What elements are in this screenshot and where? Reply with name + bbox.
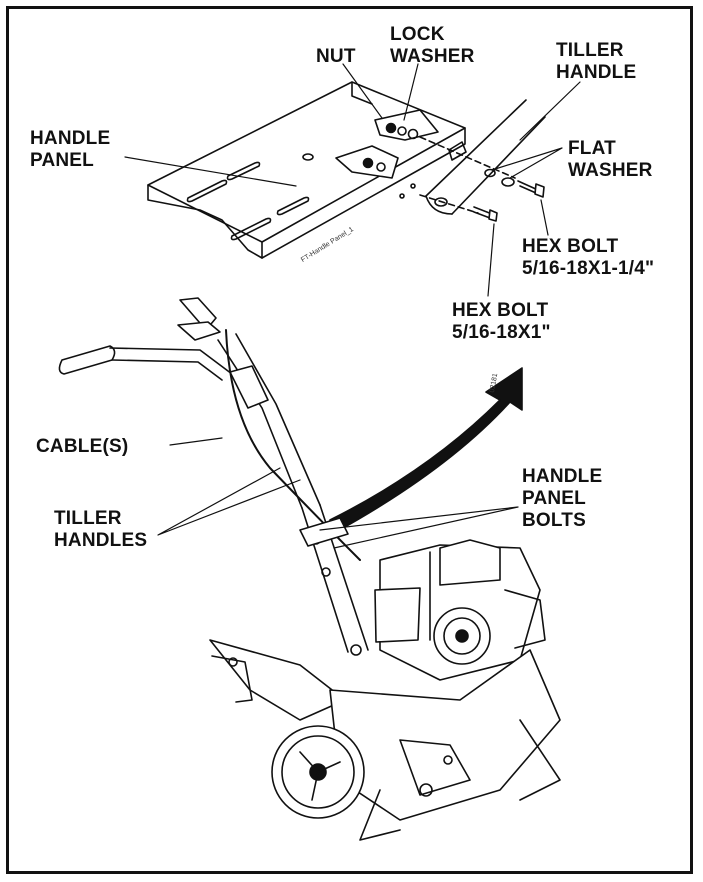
label-flat-washer-1: FLAT (568, 138, 616, 159)
label-cables: CABLE(S) (36, 436, 129, 457)
label-hex-bolt-short-1: HEX BOLT (452, 300, 549, 321)
label-tiller-handle-1: TILLER (556, 40, 624, 61)
tiller-drawing (58, 297, 561, 841)
label-panel-bolts-3: BOLTS (522, 510, 586, 531)
label-flat-washer-2: WASHER (568, 160, 653, 181)
label-tiller-handles-2: HANDLES (54, 530, 148, 551)
direction-arrow (329, 367, 523, 533)
label-nut: NUT (316, 46, 356, 67)
label-panel-bolts-2: PANEL (522, 488, 586, 509)
handle-panel-drawing (124, 63, 581, 297)
label-hex-bolt-long-1: HEX BOLT (522, 236, 619, 257)
label-handle-panel-1: HANDLE (30, 128, 111, 149)
label-lock-washer-2: WASHER (390, 46, 475, 67)
label-lock-washer-1: LOCK (390, 24, 445, 45)
label-tiller-handle-2: HANDLE (556, 62, 637, 83)
label-panel-bolts-1: HANDLE (522, 466, 603, 487)
label-tiller-handles-1: TILLER (54, 508, 122, 529)
figure-border (6, 6, 693, 874)
label-hex-bolt-long-2: 5/16-18X1-1/4" (522, 258, 655, 279)
label-hex-bolt-short-2: 5/16-18X1" (452, 322, 551, 343)
label-handle-panel-2: PANEL (30, 150, 94, 171)
